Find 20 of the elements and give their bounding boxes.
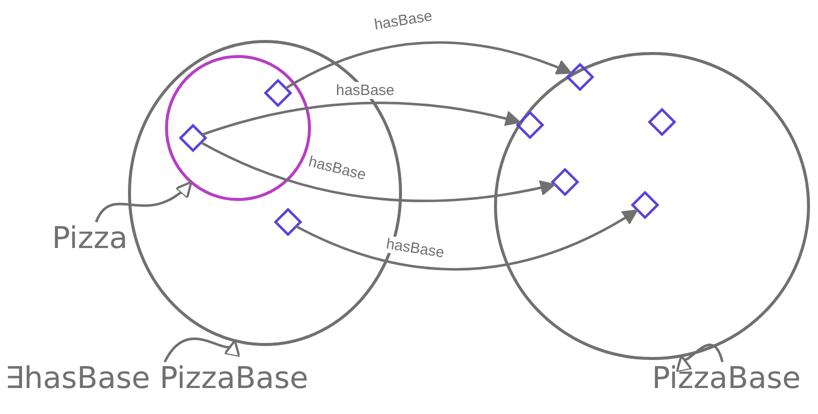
individual-diamond (274, 208, 302, 236)
arrow (200, 141, 556, 202)
individual-diamond (179, 124, 207, 152)
class-label: ∃hasBase PizzaBase (5, 362, 308, 395)
individual-diamond (551, 168, 579, 196)
arrow (284, 41, 572, 90)
edge-label: hasBase (334, 82, 396, 99)
individual-diamond (566, 63, 594, 91)
arrow (201, 102, 521, 136)
set-circle (494, 52, 810, 360)
leader-arrow (164, 338, 238, 363)
individual-diamond (264, 79, 292, 107)
class-label: PizzaBase (652, 362, 801, 395)
leader-arrow (94, 180, 192, 223)
arrow (295, 208, 638, 270)
leader-arrow (679, 344, 724, 374)
individual-diamond (516, 111, 544, 139)
individual-diamond (631, 191, 659, 219)
class-label: Pizza (52, 222, 128, 255)
individual-diamond (648, 108, 676, 136)
